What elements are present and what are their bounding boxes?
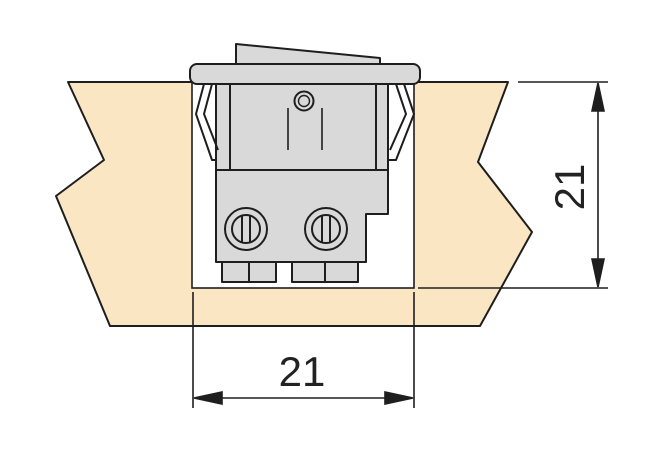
arrowhead-top [591, 82, 605, 112]
arrowhead-left [193, 391, 223, 405]
arrowhead-right [384, 391, 414, 405]
height-label: 21 [546, 164, 593, 211]
width-label: 21 [279, 348, 326, 395]
dimension-width [192, 292, 415, 408]
indicator-lens [293, 90, 315, 112]
mounting-clip-left [195, 83, 219, 161]
rocker-switch [189, 43, 421, 283]
arrowhead-bottom [591, 258, 605, 288]
terminal-screw-left [224, 207, 268, 251]
terminal-screw-right [304, 207, 348, 251]
switch-bezel [189, 63, 421, 85]
dimension-height [418, 81, 608, 289]
mounting-clip-right [388, 83, 415, 161]
